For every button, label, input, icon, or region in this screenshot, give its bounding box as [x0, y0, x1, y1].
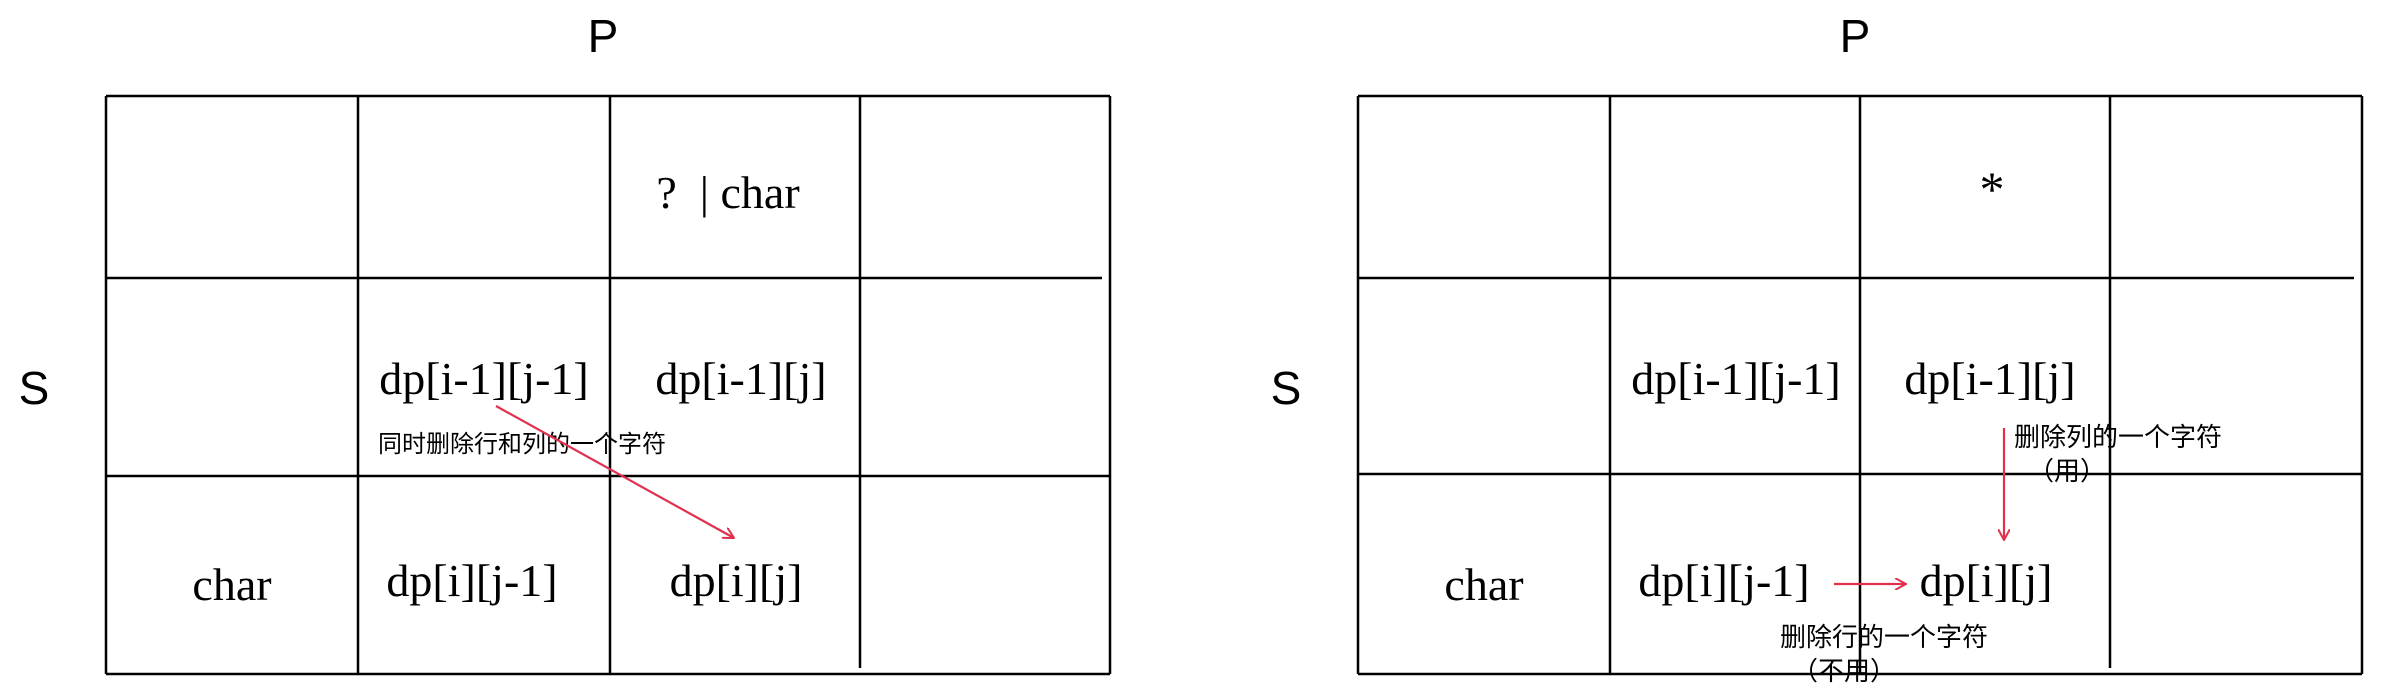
left-diagram: P S ? | char char dp[i-1][j-1] dp[i-1][j…: [19, 10, 1112, 676]
right-up-note-sub: （用）: [2028, 457, 2106, 487]
right-header-cell: *: [1980, 161, 2005, 217]
left-axis-p-label: P: [588, 10, 619, 62]
right-up-note: 删除列的一个字符: [2014, 423, 2222, 453]
right-left-note: 删除行的一个字符: [1780, 623, 1988, 653]
left-header-cell: ? | char: [656, 167, 799, 218]
left-axis-s-label: S: [19, 362, 50, 414]
right-cell-dp-up: dp[i-1][j]: [1904, 353, 2075, 404]
left-cell-dp-left: dp[i][j-1]: [386, 555, 557, 606]
right-left-note-sub: （不用）: [1792, 657, 1896, 687]
right-axis-s-label: S: [1271, 362, 1302, 414]
left-grid: [104, 94, 1112, 676]
left-cell-dp-up: dp[i-1][j]: [655, 353, 826, 404]
right-grid: [1356, 94, 2364, 676]
right-diagram: P S * char dp[i-1][j-1] dp[i-1][j] dp[i]…: [1271, 10, 2364, 687]
right-cell-dp-diag: dp[i-1][j-1]: [1631, 353, 1840, 404]
right-cell-dp-left: dp[i][j-1]: [1638, 555, 1809, 606]
left-diag-note: 同时删除行和列的一个字符: [378, 430, 666, 458]
left-row-char: char: [192, 559, 271, 610]
left-cell-dp-current: dp[i][j]: [670, 555, 803, 606]
right-row-char: char: [1444, 559, 1523, 610]
right-axis-p-label: P: [1840, 10, 1871, 62]
left-cell-dp-diag: dp[i-1][j-1]: [379, 353, 588, 404]
right-cell-dp-current: dp[i][j]: [1920, 555, 2053, 606]
left-diag-arrow: [495, 405, 734, 538]
